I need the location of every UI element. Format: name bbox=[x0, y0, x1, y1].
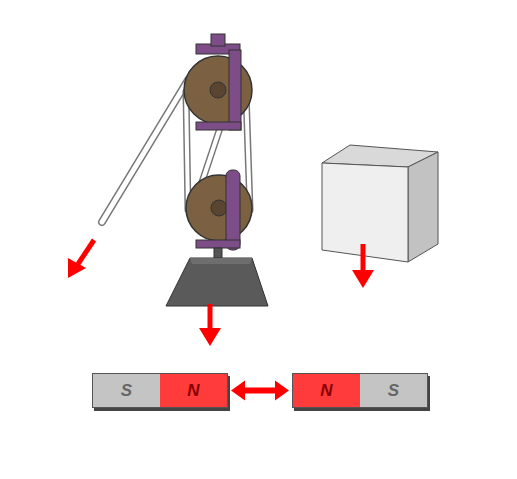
bar-magnet: NS bbox=[292, 373, 428, 408]
cube bbox=[322, 145, 438, 262]
pulled-rope bbox=[102, 80, 188, 222]
pole-label: N bbox=[160, 374, 227, 407]
pole-label: S bbox=[360, 374, 427, 407]
bottom-pulley bbox=[186, 170, 252, 260]
force-arrows bbox=[68, 240, 374, 346]
weight bbox=[166, 258, 268, 306]
pole-label: S bbox=[93, 374, 160, 407]
pole-label: N bbox=[293, 374, 360, 407]
bar-magnet: SN bbox=[92, 373, 228, 408]
repulsion-arrow bbox=[231, 381, 289, 401]
top-pulley bbox=[184, 34, 252, 130]
